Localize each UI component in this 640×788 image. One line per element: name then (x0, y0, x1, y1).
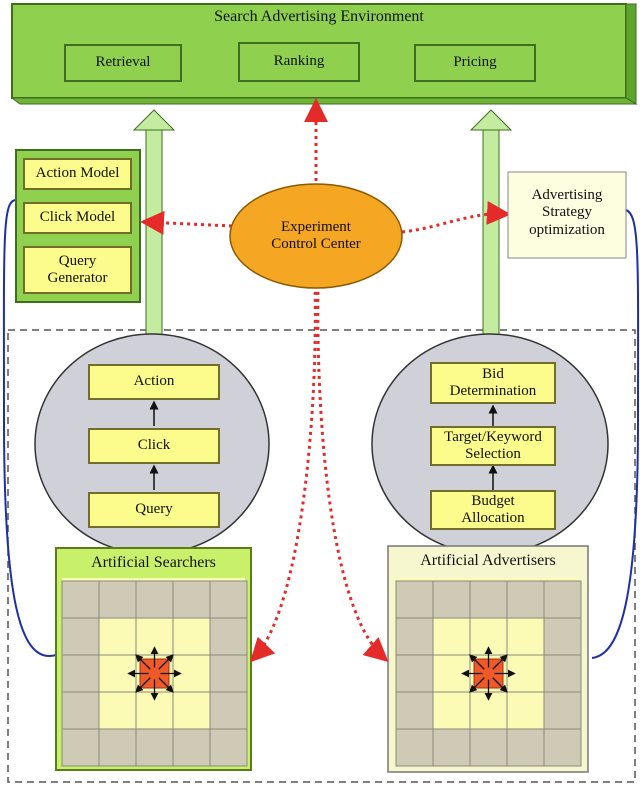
bid-determination-step: Bid Determination (430, 362, 556, 404)
click-model-box: Click Model (23, 202, 132, 234)
control-center-label: Experiment Control Center (271, 218, 361, 252)
advertisers-grid-cell (543, 691, 582, 730)
retrieval-module: Retrieval (64, 44, 182, 82)
searchers-grid-cell (209, 728, 248, 767)
advertisers-neighbor-arrow (492, 654, 508, 670)
searcher-feedback-curve (2, 199, 57, 657)
advertisers-grid-cell (543, 580, 582, 619)
ranking-module: Ranking (238, 42, 360, 82)
advertising-strategy-box (507, 171, 627, 259)
searchers-grid-cell (98, 580, 137, 619)
searchers-neighbor-arrow (158, 677, 174, 693)
searchers-grid-cell (209, 654, 248, 693)
advertisers-grid-cell (543, 654, 582, 693)
searchers-neighbor-arrow (158, 654, 174, 670)
advertisers-grid-cell (506, 580, 545, 619)
searchers-neighbor-arrow (135, 677, 151, 693)
to-strategy-arrow (401, 201, 511, 234)
advertisers-neighbor-arrow (469, 677, 485, 693)
searchers-grid-cell (209, 617, 248, 656)
query-step: Query (88, 492, 220, 528)
advertisers-grid-cell (432, 728, 471, 767)
searchers-grid-cell (172, 728, 211, 767)
advertisers-grid-cell (469, 580, 508, 619)
target-keyword-selection-step: Target/Keyword Selection (430, 426, 556, 466)
advertisers-grid-cell (543, 728, 582, 767)
pricing-module: Pricing (414, 44, 536, 82)
advertisers-panel (387, 545, 589, 773)
searchers-grid-cell (61, 617, 100, 656)
searchers-grid-cell (61, 691, 100, 730)
budget-allocation-step: Budget Allocation (430, 490, 556, 530)
searchers-grid-cell (172, 580, 211, 619)
searchers-grid-cell (61, 580, 100, 619)
searchers-grid-cell (61, 654, 100, 693)
advertisers-grid-cell (395, 617, 434, 656)
action-step: Action (88, 364, 220, 400)
searchers-panel (55, 547, 252, 771)
advertiser-feedback-curve (591, 209, 640, 659)
advertisers-grid-cell (395, 728, 434, 767)
to-advertisers-arrow (316, 284, 389, 662)
control-arrows (140, 98, 511, 663)
searchers-grid-cell (135, 728, 174, 767)
advertisers-grid-cell (395, 654, 434, 693)
advertisers-neighbor-arrow (469, 654, 485, 670)
query-generator-box: Query Generator (23, 246, 132, 294)
searchers-grid-cell (209, 580, 248, 619)
click-step: Click (88, 428, 220, 464)
searchers-grid-cell (61, 728, 100, 767)
advertisers-grid-cell (395, 691, 434, 730)
searchers-panel-title: Artificial Searchers (91, 553, 216, 571)
advertisers-grid-cell (432, 580, 471, 619)
searchers-grid-cell (209, 691, 248, 730)
advertiser-up-arrow (469, 109, 513, 363)
environment-title: Search Advertising Environment (214, 7, 424, 25)
advertisers-grid-cell (395, 580, 434, 619)
action-model-box: Action Model (23, 158, 132, 190)
to-searcher-models-arrow (140, 210, 233, 235)
advertisers-grid-cell (506, 728, 545, 767)
advertisers-grid-cell (469, 728, 508, 767)
advertisers-grid-cell (543, 617, 582, 656)
advertising-strategy-label: Advertising Strategy optimization (529, 187, 605, 238)
to-searchers-arrow (249, 284, 317, 663)
advertisers-neighbor-arrow (492, 677, 508, 693)
advertisers-panel-title: Artificial Advertisers (420, 551, 556, 569)
searchers-neighbor-arrow (135, 654, 151, 670)
searchers-grid-cell (98, 728, 137, 767)
searchers-grid-cell (135, 580, 174, 619)
control-center (229, 183, 403, 289)
